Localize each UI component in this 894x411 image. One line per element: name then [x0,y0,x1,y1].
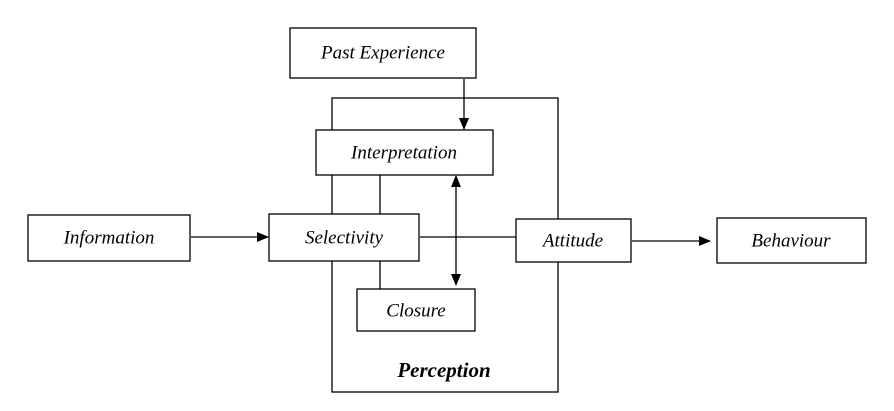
node-attitude: Attitude [515,218,632,263]
node-behaviour-label: Behaviour [751,231,831,252]
perception-group-label: Perception [396,358,490,382]
node-past-experience-label: Past Experience [320,43,445,64]
node-selectivity-label: Selectivity [305,228,384,249]
node-interpretation: Interpretation [315,129,494,176]
node-past-experience: Past Experience [289,27,477,79]
node-selectivity: Selectivity [268,213,420,262]
node-closure-label: Closure [386,301,445,322]
node-interpretation-label: Interpretation [350,143,457,164]
node-behaviour: Behaviour [716,217,867,264]
node-attitude-label: Attitude [541,231,603,252]
node-information: Information [27,214,191,262]
node-closure: Closure [356,288,476,332]
node-information-label: Information [63,228,155,249]
